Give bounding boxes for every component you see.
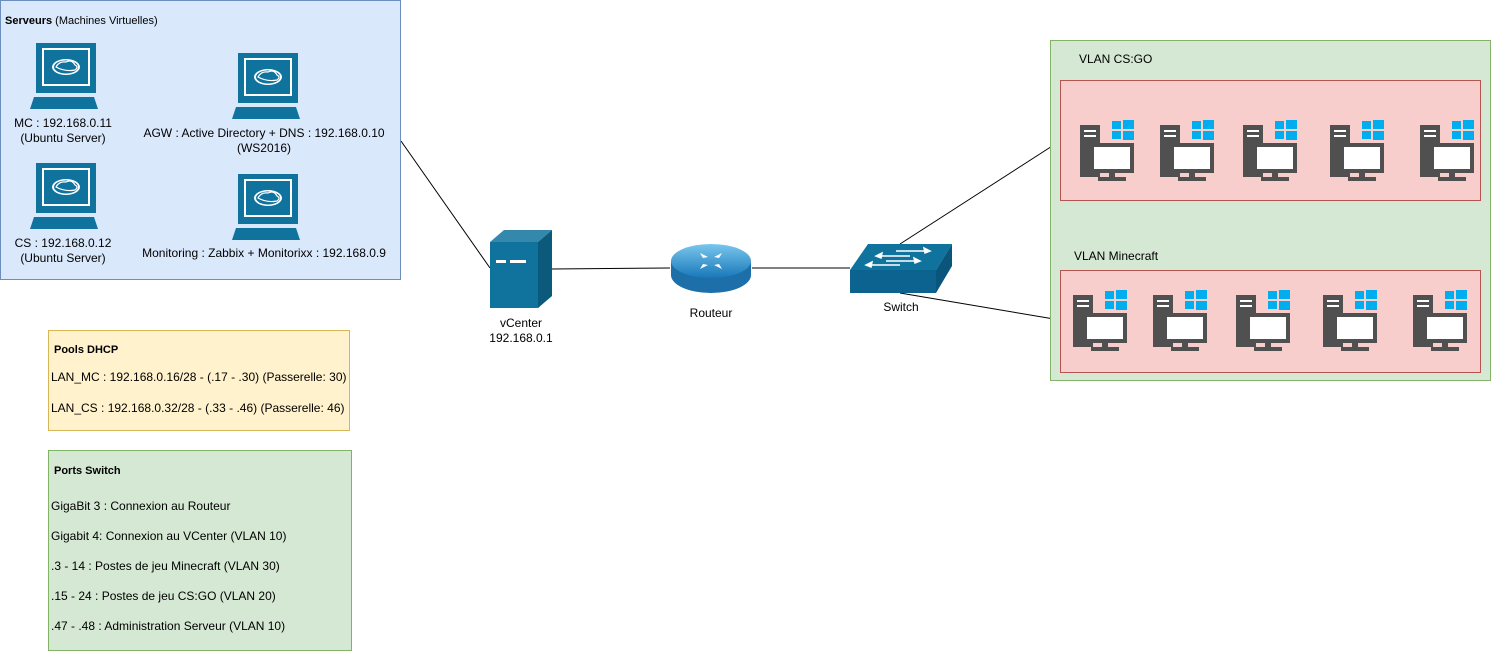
ports-line: Gigabit 4: Connexion au VCenter (VLAN 10… [51, 529, 287, 543]
link-servers-vcenter [400, 140, 491, 269]
workstation-windows-icon [1413, 290, 1467, 351]
workstation-windows-icon [1160, 120, 1214, 181]
workstation-windows-icon [1073, 290, 1127, 351]
server-mc-label: MC : 192.168.0.11(Ubuntu Server) [14, 116, 112, 145]
ports-line: .3 - 14 : Postes de jeu Minecraft (VLAN … [51, 559, 280, 573]
server-agw-label: AGW : Active Directory + DNS : 192.168.0… [143, 126, 385, 155]
vlan-csgo-label: VLAN CS:GO [1079, 52, 1153, 66]
dhcp-title: Pools DHCP [54, 344, 119, 356]
switch-icon [850, 244, 952, 293]
server-agw-icon [232, 53, 300, 119]
workstation-windows-icon [1420, 120, 1474, 181]
workstation-windows-icon [1080, 120, 1134, 181]
workstation-windows-icon [1236, 290, 1290, 351]
server-monitoring-icon [232, 174, 300, 240]
server-cs-label: CS : 192.168.0.12(Ubuntu Server) [14, 236, 112, 265]
dhcp-pools-box: Pools DHCP LAN_MC : 192.168.0.16/28 - (.… [48, 330, 350, 431]
workstation-windows-icon [1330, 120, 1384, 181]
link-switch-vlan-csgo [899, 140, 1061, 245]
workstation-windows-icon [1243, 120, 1297, 181]
ports-line: GigaBit 3 : Connexion au Routeur [51, 499, 231, 513]
ports-line: .15 - 24 : Postes de jeu CS:GO (VLAN 20) [51, 589, 276, 603]
workstation-windows-icon [1153, 290, 1207, 351]
ports-line: .47 - .48 : Administration Serveur (VLAN… [51, 619, 286, 633]
servers-title: Serveurs (Machines Virtuelles) [5, 15, 158, 27]
link-vcenter-router [551, 267, 671, 270]
router-label: Routeur [689, 306, 733, 320]
workstation-windows-icon [1323, 290, 1377, 351]
dhcp-line: LAN_CS : 192.168.0.32/28 - (.33 - .46) (… [51, 401, 345, 415]
server-mc-icon [30, 43, 98, 109]
server-cs-icon [30, 163, 98, 229]
switch-label: Switch [883, 300, 919, 314]
switch-ports-box: Ports Switch GigaBit 3 : Connexion au Ro… [48, 450, 352, 651]
server-monitoring-label: Monitoring : Zabbix + Monitorixx : 192.1… [142, 246, 386, 260]
ports-title: Ports Switch [54, 465, 121, 477]
dhcp-line: LAN_MC : 192.168.0.16/28 - (.17 - .30) (… [51, 370, 347, 384]
vcenter-server-icon [490, 230, 552, 308]
link-switch-vlan-minecraft [899, 292, 1061, 321]
vlan-minecraft-label: VLAN Minecraft [1074, 249, 1159, 263]
router-icon [671, 244, 751, 293]
